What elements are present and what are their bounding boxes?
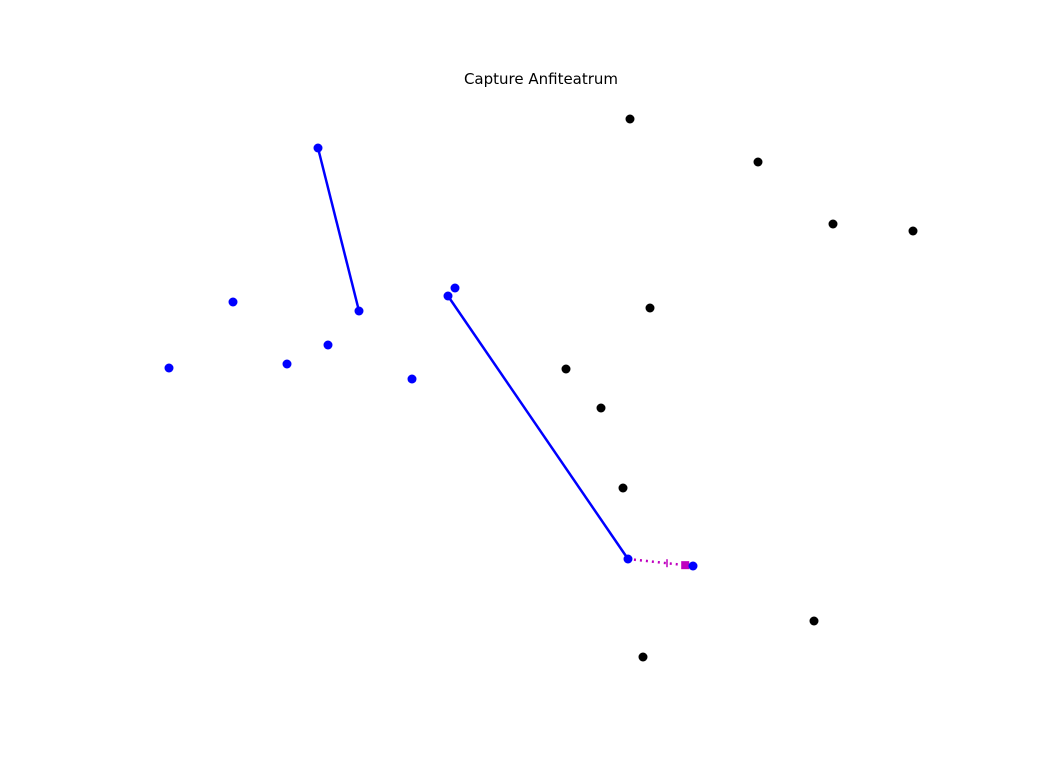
blue-stone-b6[interactable]: [323, 340, 333, 350]
blue-stone-b5[interactable]: [282, 359, 292, 369]
blue-stone-b4[interactable]: [164, 363, 174, 373]
blue-stone-b9[interactable]: [443, 291, 453, 301]
blue-stone-b8[interactable]: [450, 283, 460, 293]
black-stone-k6[interactable]: [561, 364, 571, 374]
black-stone-k9[interactable]: [809, 616, 819, 626]
blue-stone-b7[interactable]: [407, 374, 417, 384]
last-move-marker: [681, 561, 690, 570]
black-stone-k1[interactable]: [625, 114, 635, 124]
game-title: Capture Anfiteatrum: [464, 70, 618, 88]
black-stone-k2[interactable]: [753, 157, 763, 167]
blue-link-2: [446, 295, 630, 560]
links-layer: [316, 147, 630, 560]
blue-stone-b10[interactable]: [623, 554, 633, 564]
blue-stone-b1[interactable]: [313, 143, 323, 153]
black-stone-k5[interactable]: [645, 303, 655, 313]
black-stone-k10[interactable]: [638, 652, 648, 662]
black-stone-k8[interactable]: [618, 483, 628, 493]
blue-stone-b3[interactable]: [228, 297, 238, 307]
black-stone-k4[interactable]: [908, 226, 918, 236]
blue-stone-b11[interactable]: [688, 561, 698, 571]
last-move-layer: [627, 557, 694, 570]
black-stone-k3[interactable]: [828, 219, 838, 229]
black-stone-k7[interactable]: [596, 403, 606, 413]
stones-layer: [164, 114, 918, 662]
blue-stone-b2[interactable]: [354, 306, 364, 316]
blue-link-1: [316, 147, 361, 312]
